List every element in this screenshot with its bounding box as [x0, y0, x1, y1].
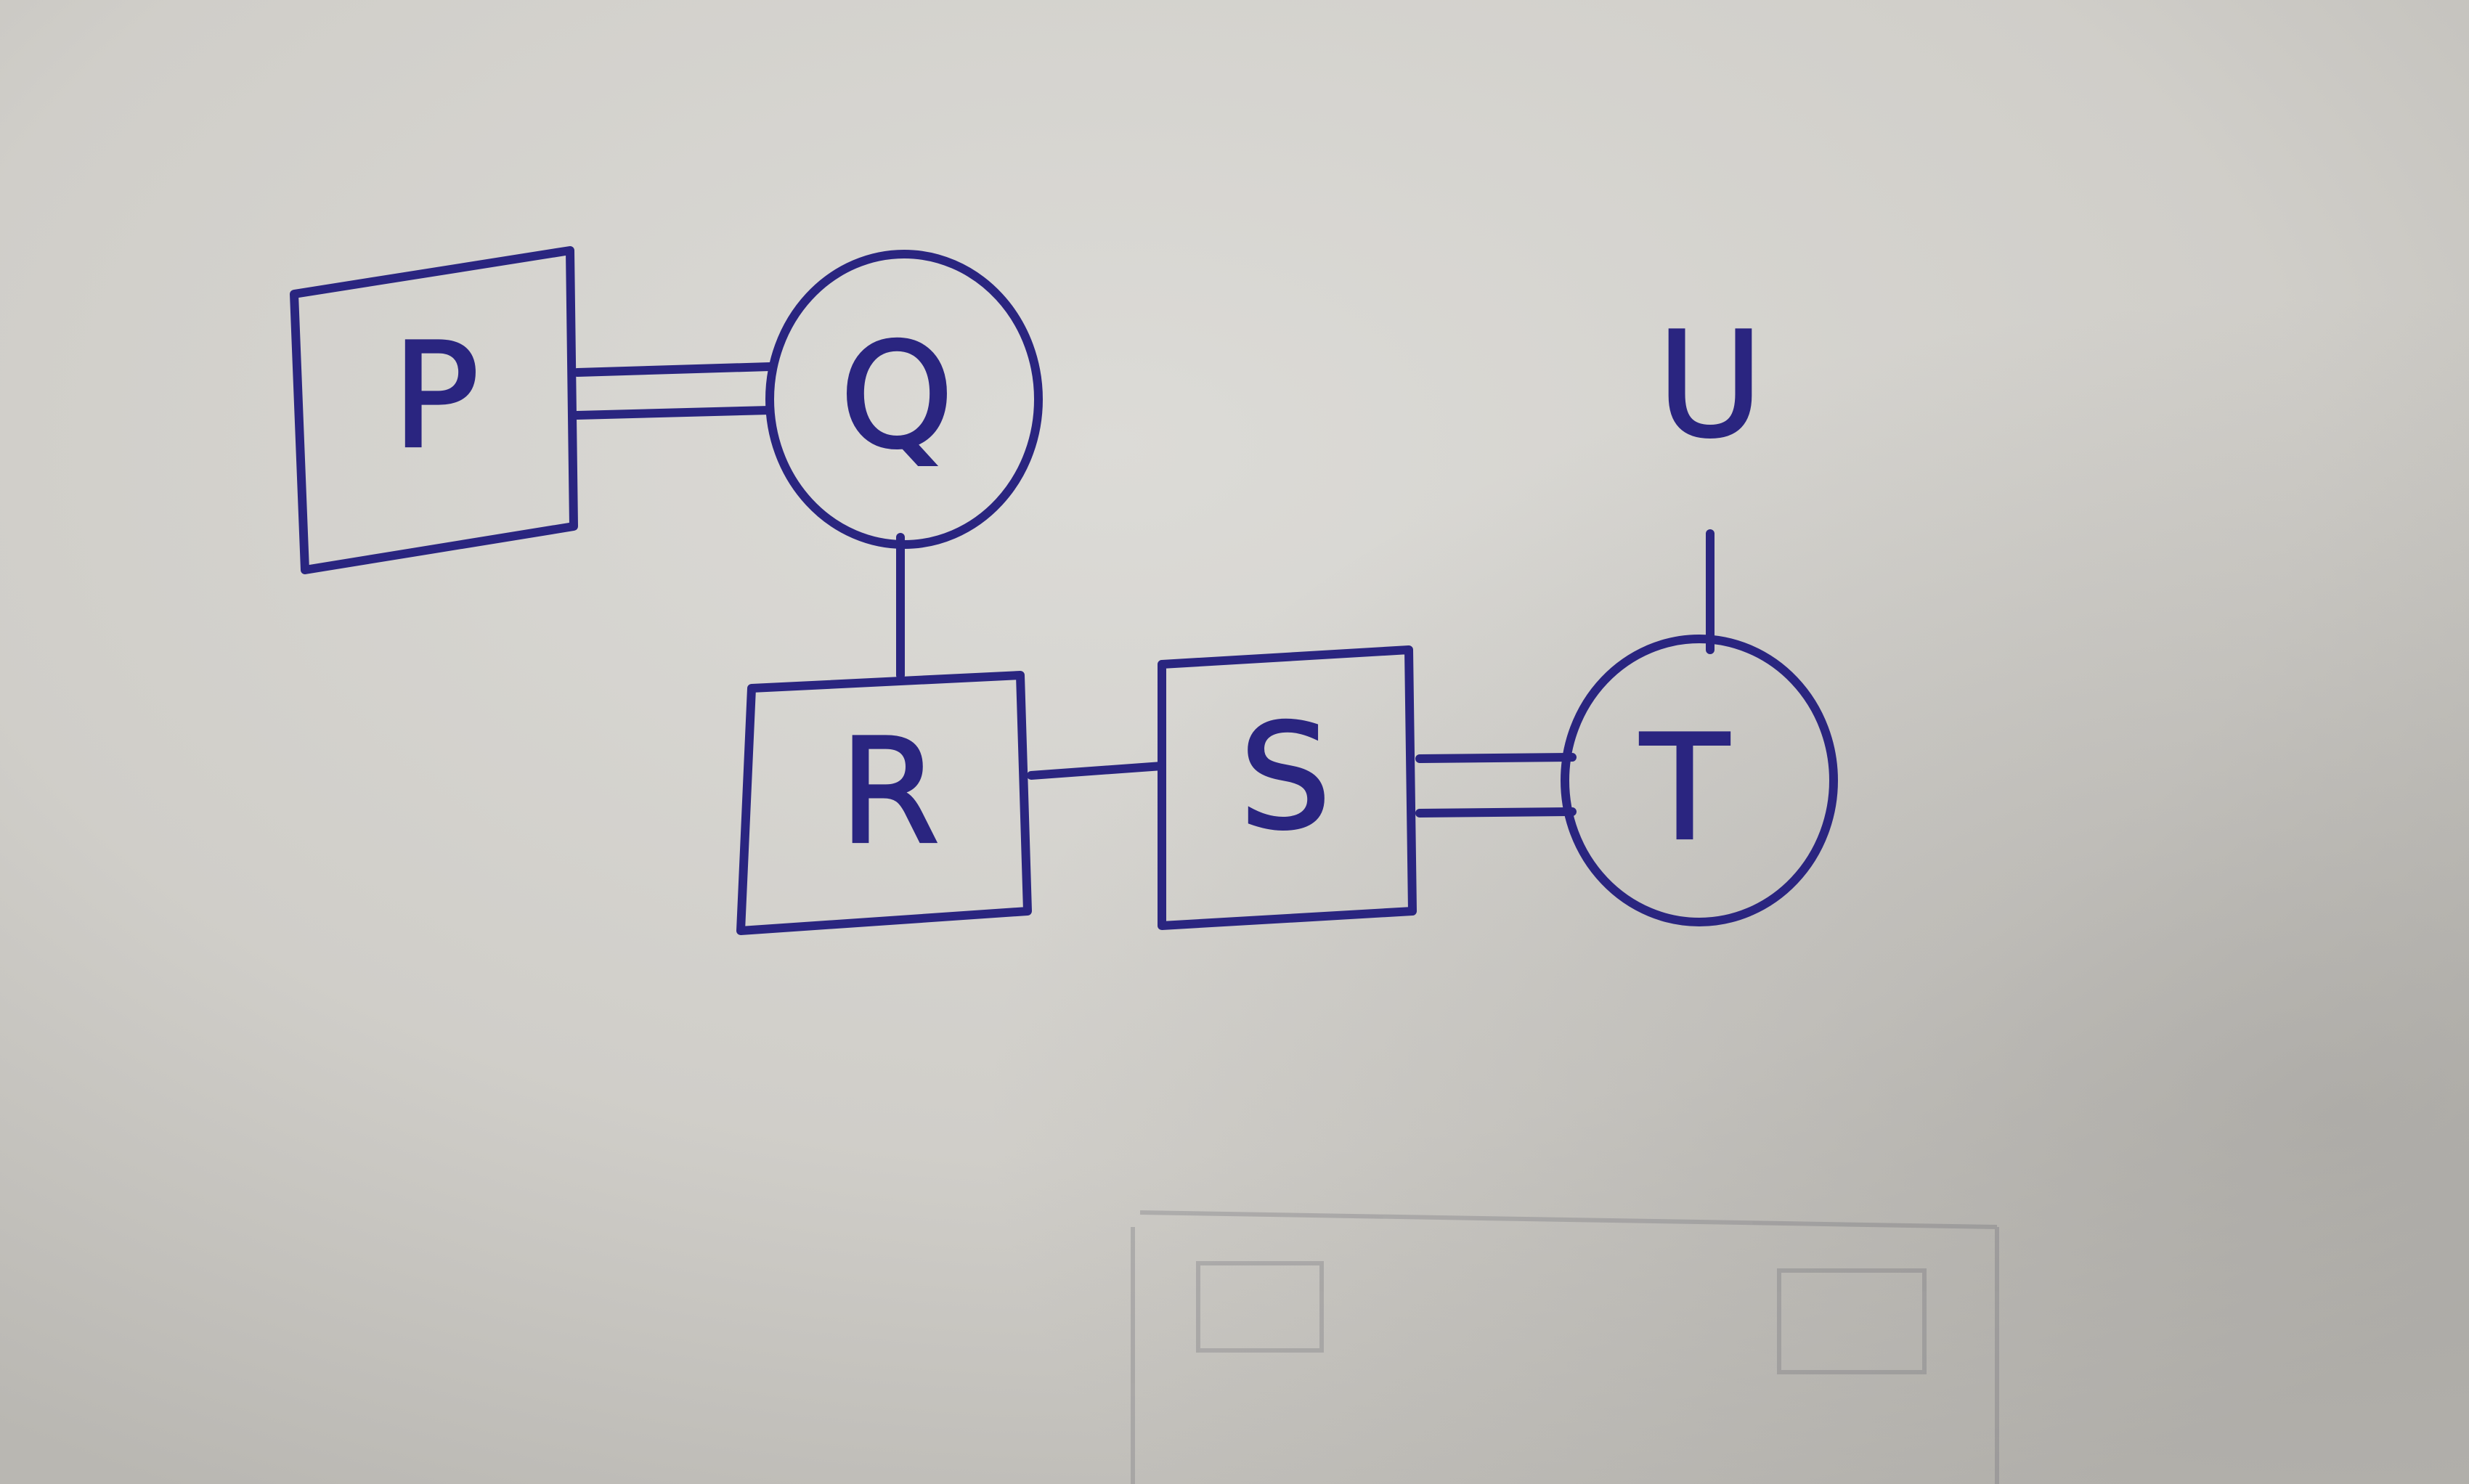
node-s-label: S [1240, 693, 1332, 863]
node-p-box [290, 246, 578, 574]
node-u-label: U [1657, 301, 1763, 470]
edge-r-s [1027, 762, 1166, 780]
node-r-box [736, 671, 1032, 935]
node-q-circle [765, 250, 1043, 549]
node-t-label: T [1640, 704, 1730, 873]
show-through-marks [1131, 1210, 1999, 1484]
node-p-label: P [392, 312, 480, 481]
node-t-circle [1561, 635, 1838, 926]
edges [573, 362, 1715, 818]
nodes [290, 246, 1838, 935]
node-s-box [1158, 645, 1417, 930]
node-r-label: R [839, 708, 940, 877]
edge-s-t [1415, 753, 1577, 818]
edge-p-q [573, 362, 774, 420]
node-q-label: Q [839, 312, 953, 481]
